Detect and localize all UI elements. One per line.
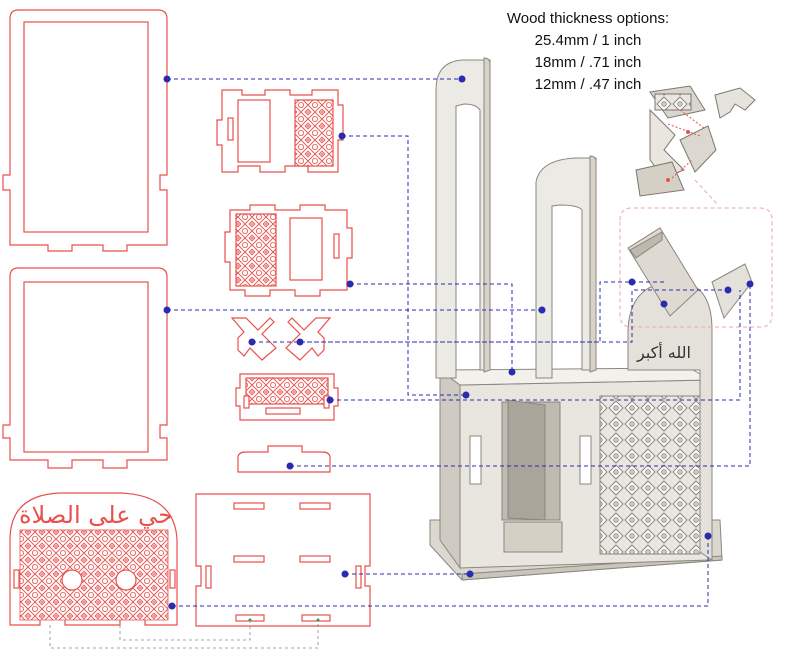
dot-roof-right: [724, 286, 732, 294]
dot-bracket-left: [248, 338, 256, 346]
dot-tall-post: [458, 75, 466, 83]
dot-inner-wall: [508, 368, 516, 376]
insertion-guides: [49, 622, 319, 649]
front-panel-calligraphy: حي على الصلاة: [19, 501, 173, 529]
dot-base: [466, 570, 474, 578]
dot-base-plate: [341, 570, 349, 578]
dot-medium-post: [538, 306, 546, 314]
assembled-model: [429, 57, 753, 581]
dot-side-panel-2: [163, 306, 171, 314]
thickness-note: Wood thickness options: 25.4mm / 1 inch …: [478, 8, 698, 96]
thickness-option-2: 18mm / .71 inch: [534, 54, 642, 71]
dot-roof-left: [628, 278, 636, 286]
side-panel-2-outline: [2, 267, 168, 469]
thickness-option-3: 12mm / .47 inch: [534, 76, 642, 93]
dot-small-panel-a: [338, 132, 346, 140]
dot-front-wall: [704, 532, 712, 540]
dot-front-panel: [168, 602, 176, 610]
small-panel-b: [224, 204, 353, 297]
dot-side-wall: [462, 391, 470, 399]
guide-dots: [163, 75, 754, 610]
lattice-strip: [235, 373, 339, 421]
joint-detail-inset: [619, 85, 773, 328]
dot-lattice-strip: [326, 396, 334, 404]
dot-roof-mid: [660, 300, 668, 308]
dot-base-tab: [286, 462, 294, 470]
roof-calligraphy: الله أكبر: [636, 342, 691, 363]
thickness-option-1: 25.4mm / 1 inch: [534, 32, 642, 49]
dot-roof-edge: [746, 280, 754, 288]
dot-small-panel-b: [346, 280, 354, 288]
base-plate: [195, 493, 371, 627]
dot-bracket-right: [296, 338, 304, 346]
front-arched-panel: [9, 492, 178, 626]
insertion-markers: [248, 618, 320, 622]
side-panel-2-window: [23, 281, 149, 453]
roof-brackets: [230, 317, 332, 361]
small-panel-a: [216, 89, 344, 173]
dot-side-panel-1: [163, 75, 171, 83]
base-tab-piece: [237, 445, 331, 473]
side-panel-1-window: [23, 21, 149, 233]
thickness-note-title: Wood thickness options:: [506, 10, 670, 27]
side-panel-1-outline: [2, 9, 168, 252]
